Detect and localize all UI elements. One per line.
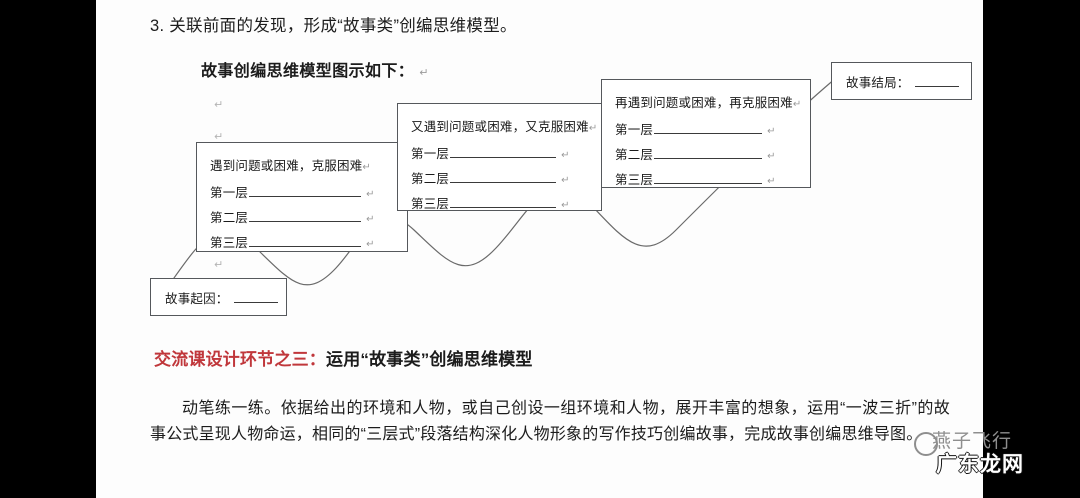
letterbox-band-left (0, 0, 96, 498)
pilcrow-mark: ↵ (366, 239, 375, 250)
stage-box-1-row-1-label: 第一层 (210, 186, 249, 200)
stage-box-1-heading: 遇到问题或困难，克服困难↵ (210, 155, 371, 174)
section-heading: 交流课设计环节之三：运用“故事类”创编思维模型 (154, 345, 533, 370)
stage-box-2-row-2: 第二层 ↵ (411, 168, 570, 187)
fill-in-blank[interactable] (654, 147, 763, 159)
section-heading-red: 交流课设计环节之三： (154, 350, 326, 369)
item-number-text: 3. 关联前面的发现，形成“故事类”创编思维模型。 (150, 17, 517, 35)
stage-box-3: 再遇到问题或困难，再克服困难↵ 第一层↵ 第二层↵ 第三层↵ (601, 79, 811, 188)
story-cause-label-text: 故事起因： (165, 291, 229, 306)
pilcrow-mark: ↵ (366, 189, 375, 200)
stage-box-3-row-1: 第一层 ↵ (615, 119, 776, 138)
story-cause-label: 故事起因： (165, 288, 278, 307)
stage-box-2-row-1: 第一层 ↵ (411, 143, 570, 162)
fill-in-blank[interactable] (654, 172, 763, 184)
fill-in-blank[interactable] (249, 235, 362, 247)
diagram-caption: 故事创编思维模型图示如下： ↵ (201, 57, 429, 81)
story-ending-label-text: 故事结局： (846, 75, 910, 90)
pilcrow-mark: ↵ (214, 131, 224, 143)
stage-box-3-row-3: 第三层 ↵ (615, 169, 776, 188)
story-ending-box: 故事结局： (831, 62, 972, 100)
document-page: 3. 关联前面的发现，形成“故事类”创编思维模型。 故事创编思维模型图示如下： ↵… (96, 0, 983, 498)
stage-box-1-row-2: 第二层 ↵ (210, 207, 375, 226)
stage-box-1: 遇到问题或困难，克服困难↵ 第一层↵ 第二层↵ 第三层↵ (196, 142, 408, 252)
pilcrow-mark: ↵ (588, 123, 598, 134)
stage-box-2-row-2-label: 第二层 (411, 172, 450, 186)
stage-box-2-row-3: 第三层 ↵ (411, 193, 570, 212)
stage-box-2: 又遇到问题或困难，又克服困难↵ 第一层↵ 第二层↵ 第三层↵ (397, 103, 602, 211)
pilcrow-mark: ↵ (561, 200, 570, 211)
pilcrow-mark: ↵ (561, 150, 570, 161)
stage-box-1-row-1: 第一层 ↵ (210, 182, 375, 201)
pilcrow-mark: ↵ (419, 67, 429, 79)
fill-in-blank[interactable] (450, 171, 557, 183)
stage-box-2-heading: 又遇到问题或困难，又克服困难↵ (411, 116, 597, 135)
pilcrow-mark: ↵ (366, 214, 375, 225)
pilcrow-mark: ↵ (214, 259, 224, 271)
fill-in-blank[interactable] (654, 122, 763, 134)
stage-box-1-row-3: 第三层 ↵ (210, 232, 375, 251)
stage-box-3-row-3-label: 第三层 (615, 173, 654, 187)
section-heading-black: 运用“故事类”创编思维模型 (326, 350, 533, 369)
fill-in-blank[interactable] (450, 196, 557, 208)
pilcrow-mark: ↵ (792, 99, 802, 110)
fill-in-blank[interactable] (249, 210, 362, 222)
stage-box-2-row-3-label: 第三层 (411, 197, 450, 211)
stage-box-3-heading: 再遇到问题或困难，再克服困难↵ (615, 92, 801, 111)
pilcrow-mark: ↵ (767, 176, 776, 187)
stage-box-3-row-2: 第二层 ↵ (615, 144, 776, 163)
item-number-line: 3. 关联前面的发现，形成“故事类”创编思维模型。 (150, 12, 517, 36)
letterbox-band-right (983, 0, 1080, 498)
pilcrow-mark: ↵ (767, 151, 776, 162)
stage-box-1-row-2-label: 第二层 (210, 211, 249, 225)
story-ending-label: 故事结局： (846, 72, 959, 91)
fill-in-blank[interactable] (450, 146, 557, 158)
pilcrow-mark: ↵ (767, 126, 776, 137)
story-cause-box: 故事起因： (150, 278, 287, 316)
fill-in-blank[interactable] (249, 185, 362, 197)
stage-box-1-row-3-label: 第三层 (210, 236, 249, 250)
fill-in-blank[interactable] (233, 291, 278, 303)
stage-box-3-row-1-label: 第一层 (615, 123, 654, 137)
stage-box-3-heading-text: 再遇到问题或困难，再克服困难 (615, 96, 793, 110)
diagram-caption-text: 故事创编思维模型图示如下： (201, 63, 415, 80)
stage-box-2-row-1-label: 第一层 (411, 147, 450, 161)
stage-box-3-row-2-label: 第二层 (615, 148, 654, 162)
pilcrow-mark: ↵ (561, 175, 570, 186)
lesson-paragraph: 动笔练一练。依据给出的环境和人物，或自己创设一组环境和人物，展开丰富的想象，运用… (150, 400, 950, 443)
fill-in-blank[interactable] (914, 75, 959, 87)
stage-box-2-heading-text: 又遇到问题或困难，又克服困难 (411, 120, 589, 134)
pilcrow-mark: ↵ (214, 99, 224, 111)
pilcrow-mark: ↵ (362, 162, 371, 173)
stage-box-1-heading-text: 遇到问题或困难，克服困难 (210, 159, 363, 173)
